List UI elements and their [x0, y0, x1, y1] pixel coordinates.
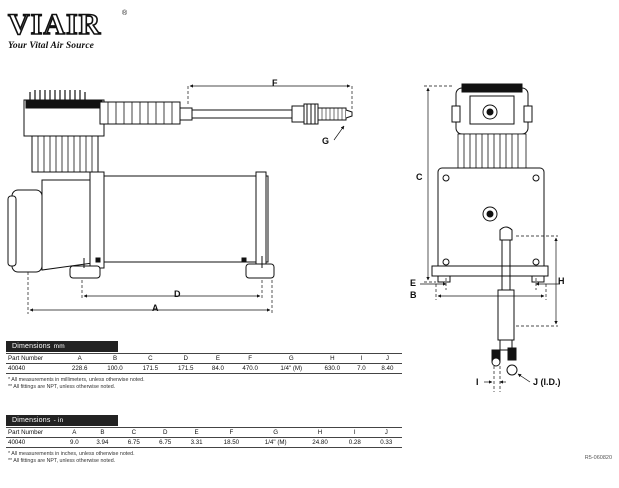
front-housing [431, 167, 549, 283]
column-header: F [232, 353, 268, 364]
column-header: D [149, 427, 181, 438]
compressor-head [23, 90, 193, 137]
dimension-label-a: A [152, 303, 159, 313]
cylinder-fins [31, 135, 99, 173]
imperial-note-units: * All measurements in inches, unless oth… [8, 451, 135, 457]
front-view [431, 83, 549, 376]
table-cell: 6.75 [118, 437, 150, 448]
table-cell: 470.0 [232, 363, 268, 374]
mounting-feet [69, 256, 275, 279]
table-cell: 6.75 [149, 437, 181, 448]
column-header: C [132, 353, 169, 364]
table-header-row: Part Number A B C D E F G H I J [6, 353, 402, 364]
imperial-table-title: Dimensions- in [6, 415, 118, 426]
brand-tagline: Your Vital Air Source [8, 41, 94, 51]
metric-note-fittings: ** All fittings are NPT, unless otherwis… [8, 384, 116, 390]
dimension-label-c: C [416, 172, 423, 182]
imperial-dimensions-table: Part Number A B C D E F G H I J 40040 9.… [6, 427, 402, 448]
column-header: G [250, 427, 301, 438]
column-header: H [314, 353, 350, 364]
table-cell: 7.0 [349, 363, 373, 374]
imperial-table-title-text: Dimensions [12, 417, 51, 424]
table-cell: 24.80 [300, 437, 340, 448]
imperial-note-fittings: ** All fittings are NPT, unless otherwis… [8, 458, 116, 464]
registered-mark: ® [122, 10, 128, 17]
drawing-code: R5-060820 [584, 455, 612, 461]
metric-table-unit: mm [53, 343, 65, 350]
dimension-label-d: D [174, 289, 181, 299]
table-cell: 0.28 [339, 437, 371, 448]
dimension-label-e: E [410, 278, 417, 288]
column-header: J [370, 427, 402, 438]
column-header: H [300, 427, 340, 438]
table-cell: 40040 [6, 363, 62, 374]
dimension-label-i: I [476, 377, 479, 387]
table-cell: 1/4" (M) [250, 437, 301, 448]
table-cell: 171.5 [132, 363, 169, 374]
metric-note-units: * All measurements in millimeters, unles… [8, 377, 145, 383]
column-header: I [349, 353, 373, 364]
table-cell: 18.50 [212, 437, 251, 448]
table-cell: 3.94 [86, 437, 119, 448]
column-header: D [168, 353, 204, 364]
table-cell: 171.5 [168, 363, 204, 374]
column-header: J [372, 353, 402, 364]
brand-logo: VIAIR ® Your Vital Air Source [7, 8, 127, 51]
table-row: 40040 9.0 3.94 6.75 6.75 3.31 18.50 1/4"… [6, 437, 402, 448]
imperial-notes: * All measurements in inches, unless oth… [8, 451, 135, 465]
column-header: I [339, 427, 371, 438]
column-header: F [212, 427, 251, 438]
column-header: G [267, 353, 315, 364]
table-row: 40040 228.6 100.0 171.5 171.5 84.0 470.0… [6, 363, 402, 374]
column-header: C [118, 427, 150, 438]
table-cell: 3.31 [180, 437, 213, 448]
front-fins [457, 133, 527, 169]
dimension-label-g: G [322, 136, 330, 146]
table-cell: 8.40 [372, 363, 402, 374]
column-header: A [62, 353, 98, 364]
metric-dimensions-table: Part Number A B C D E F G H I J 40040 22… [6, 353, 402, 374]
table-cell: 1/4" (M) [267, 363, 315, 374]
motor-body [7, 171, 269, 273]
side-view [7, 90, 353, 279]
column-header: A [62, 427, 87, 438]
front-hose [491, 226, 518, 376]
dimension-label-f: F [272, 78, 278, 88]
table-cell: 40040 [6, 437, 62, 448]
table-cell: 0.33 [370, 437, 402, 448]
table-cell: 228.6 [62, 363, 98, 374]
dimension-label-b: B [410, 290, 417, 300]
column-header: E [180, 427, 213, 438]
table-cell: 100.0 [97, 363, 133, 374]
imperial-table-unit: - in [53, 417, 64, 424]
table-cell: 630.0 [314, 363, 350, 374]
dimension-label-j: J (I.D.) [533, 377, 561, 387]
leader-hose [192, 103, 353, 125]
metric-table-title-text: Dimensions [12, 343, 51, 350]
front-head [451, 83, 533, 135]
column-header: E [203, 353, 233, 364]
metric-notes: * All measurements in millimeters, unles… [8, 377, 145, 391]
front-dimensions [420, 85, 560, 392]
column-header: Part Number [6, 427, 62, 438]
dimension-label-h: H [558, 276, 565, 286]
column-header: B [86, 427, 119, 438]
table-header-row: Part Number A B C D E F G H I J [6, 427, 402, 438]
column-header: Part Number [6, 353, 62, 364]
table-cell: 9.0 [62, 437, 87, 448]
table-cell: 84.0 [203, 363, 233, 374]
side-dimensions [27, 84, 353, 314]
column-header: B [97, 353, 133, 364]
brand-name: VIAIR [7, 8, 102, 41]
